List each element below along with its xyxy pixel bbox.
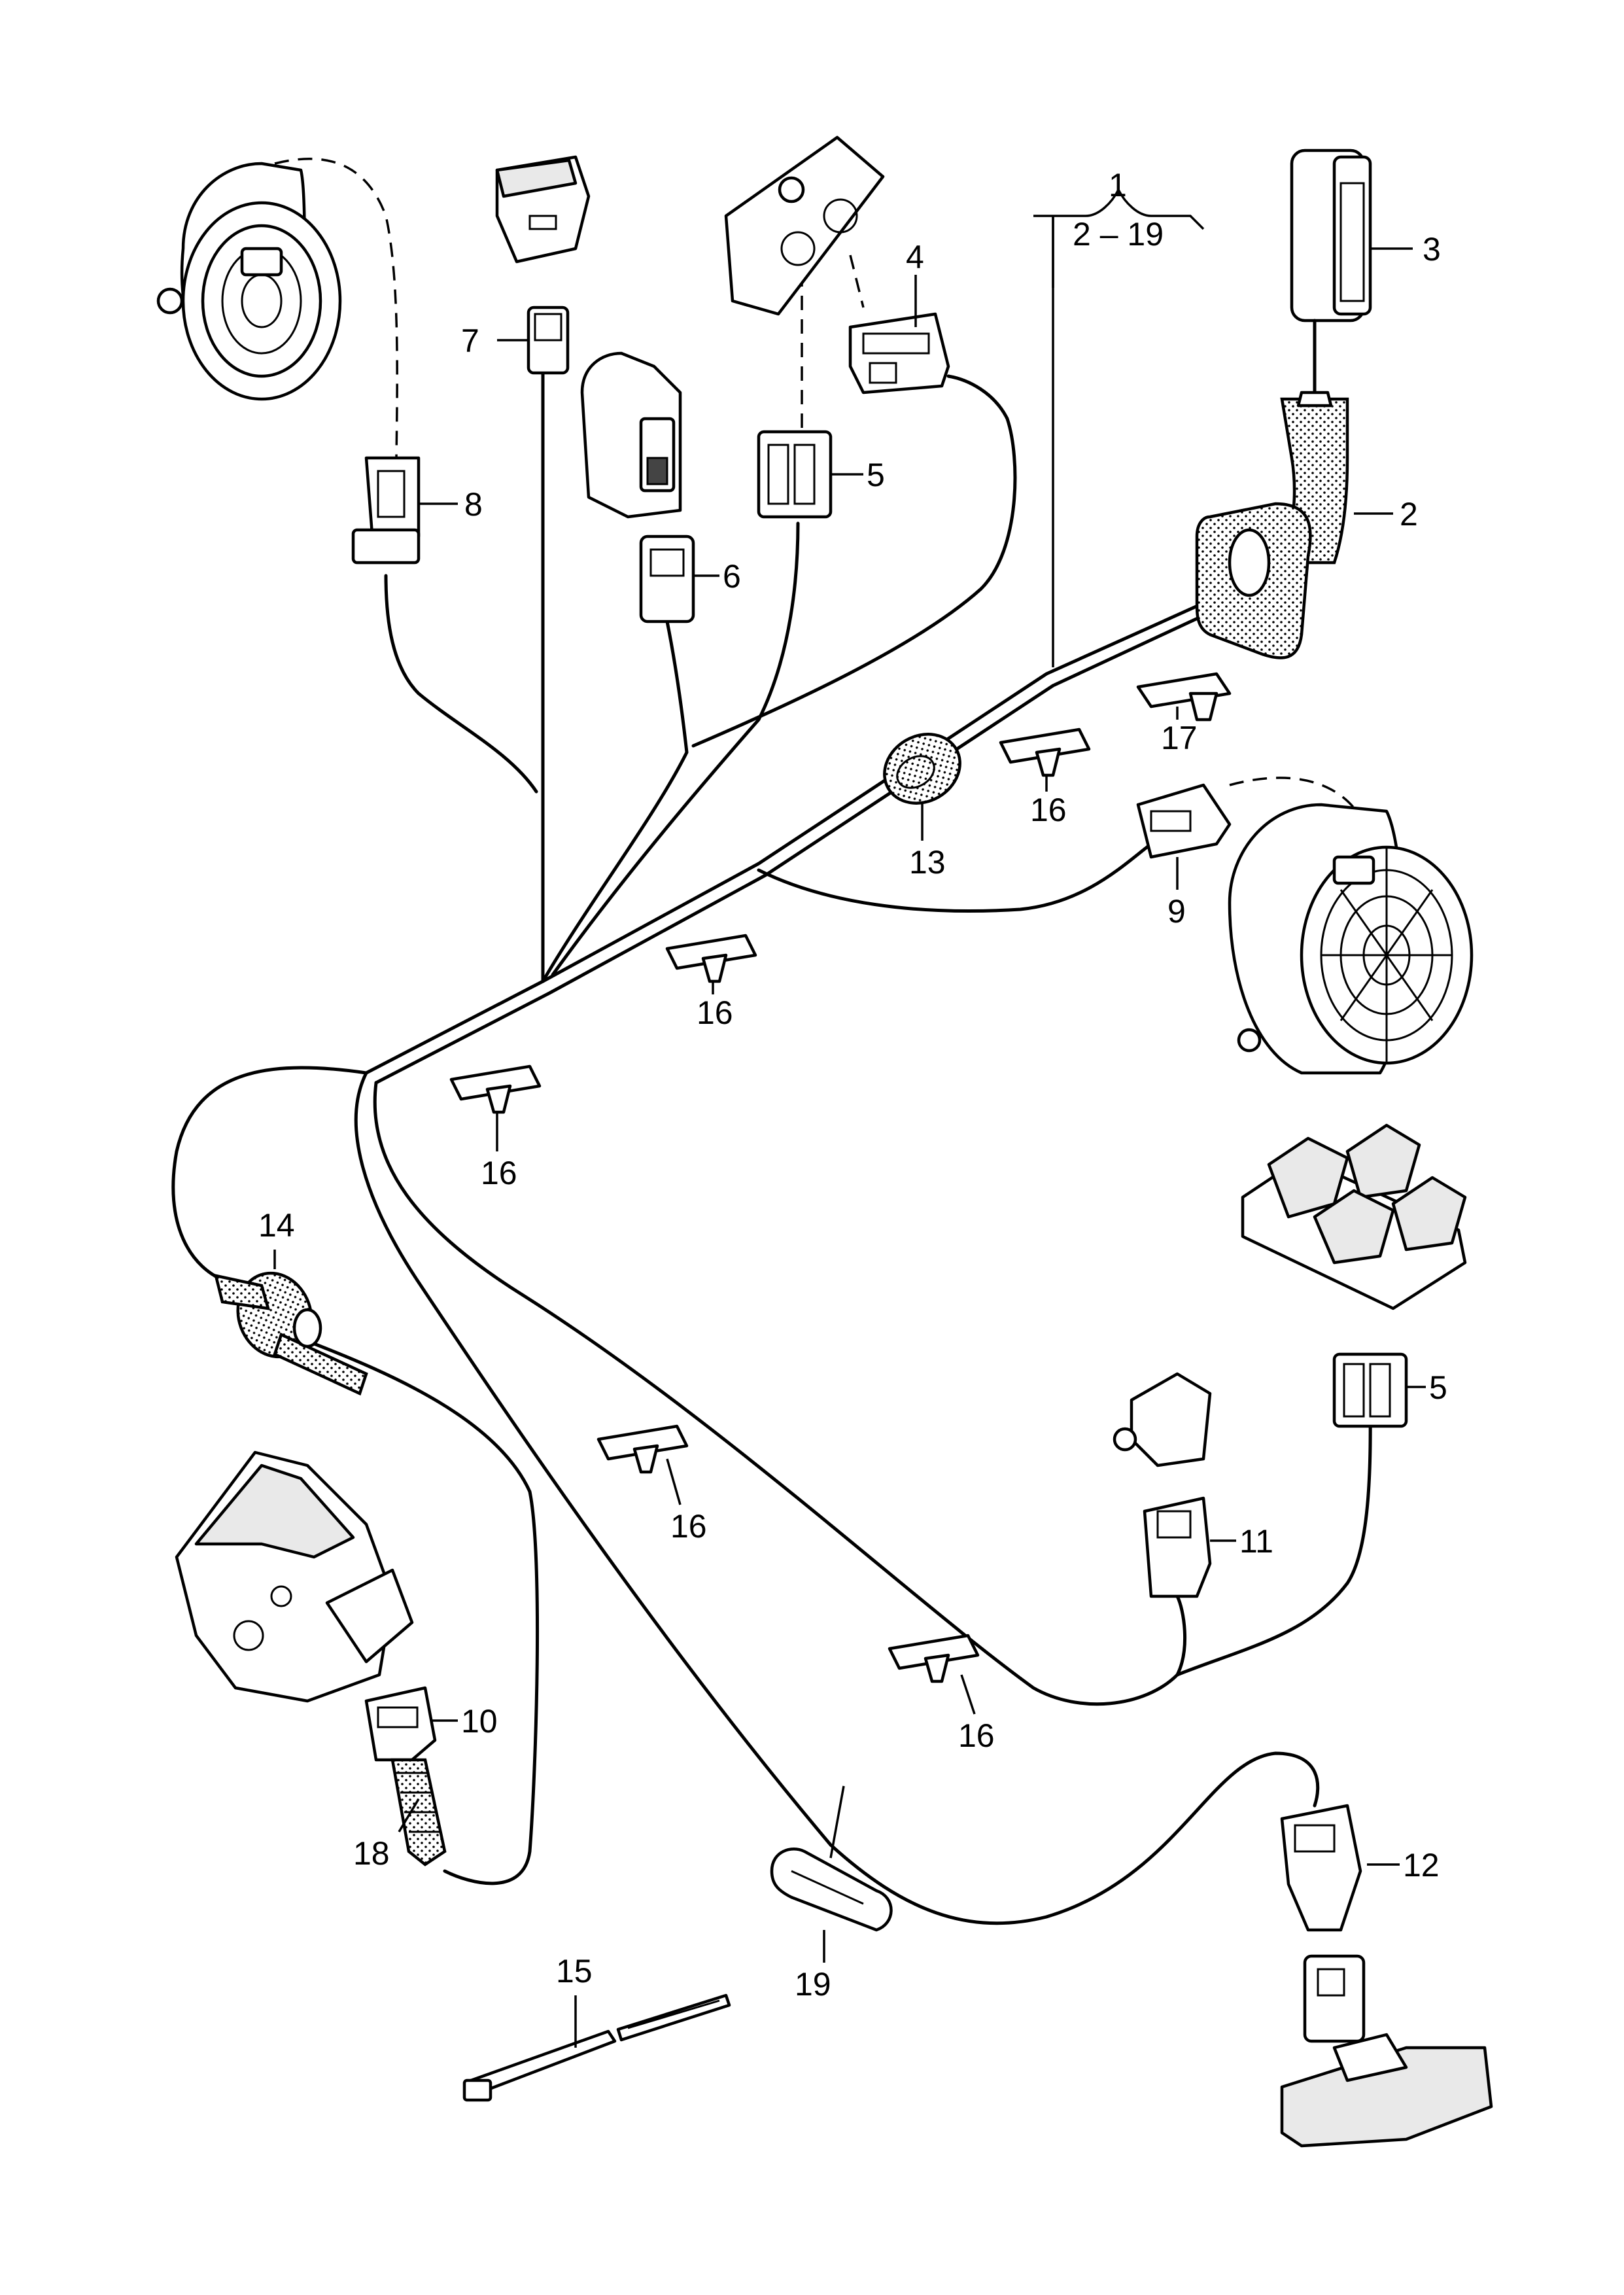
grommet-2 (1195, 502, 1312, 659)
grommet-14 (213, 1271, 368, 1396)
control-board (724, 135, 885, 316)
window-switch (1241, 1123, 1467, 1310)
callout-14: 14 (258, 1207, 295, 1244)
callout-12: 12 (1403, 1847, 1440, 1883)
connector-7 (527, 306, 570, 375)
callout-2: 2 (1400, 496, 1418, 533)
clip-19 (770, 1848, 893, 1932)
corrugated-tube-18 (390, 1758, 447, 1866)
callout-6: 6 (723, 558, 741, 595)
connector-11 (1143, 1496, 1212, 1598)
clip-16-c (449, 1064, 542, 1114)
callout-11: 11 (1239, 1523, 1273, 1560)
speaker-top-left (156, 162, 342, 401)
callout-9: 9 (1167, 893, 1186, 930)
clip-16-b (665, 934, 757, 983)
callout-15: 15 (556, 1953, 593, 1989)
callout-8: 8 (464, 486, 483, 523)
callout-4: 4 (906, 239, 924, 275)
connector-6 (639, 534, 695, 623)
connector-4 (848, 312, 950, 394)
callout-3: 3 (1423, 231, 1441, 268)
callout-18: 18 (353, 1835, 390, 1872)
connector-3 (1279, 149, 1372, 565)
connector-8 (351, 456, 421, 565)
clip-16-d (596, 1424, 689, 1474)
grommet-13 (883, 733, 961, 805)
callout-5-lower: 5 (1429, 1369, 1447, 1406)
callout-10: 10 (461, 1703, 498, 1740)
callout-16-b: 16 (697, 994, 733, 1031)
connector-12 (1280, 1804, 1362, 1932)
door-lock (175, 1450, 414, 1703)
cable-tie-15 (462, 1993, 731, 2102)
callout-16-c: 16 (481, 1155, 517, 1191)
callout-16-d: 16 (670, 1508, 707, 1545)
callout-7: 7 (461, 323, 479, 359)
callout-2-19: 2 – 19 (1073, 216, 1164, 253)
callout-16-e: 16 (958, 1717, 995, 1754)
harness-wires (171, 371, 1372, 1925)
speaker-right (1228, 803, 1474, 1075)
connector-5-lower (1332, 1352, 1408, 1428)
connector-10 (364, 1686, 437, 1762)
clip-17 (1136, 672, 1232, 722)
connector-5-upper (757, 430, 833, 519)
callout-1: 1 (1109, 167, 1127, 203)
callout-17: 17 (1161, 720, 1198, 756)
switch-module-mid (580, 351, 682, 519)
callout-19: 19 (795, 1966, 831, 2003)
connector-9 (1136, 783, 1232, 859)
callout-labels: 1 2 – 19 3 2 4 5 6 7 8 9 13 16 17 16 16 … (258, 167, 1447, 2003)
callout-16-a: 16 (1030, 792, 1067, 828)
clip-16-e (888, 1634, 980, 1683)
leader-lines (273, 187, 1426, 2048)
switch-module-top (495, 155, 591, 264)
clip-16-a (999, 727, 1091, 777)
door-handle (1280, 1954, 1493, 2148)
callout-5-upper: 5 (867, 457, 885, 493)
small-module (1113, 1372, 1212, 1467)
callout-13: 13 (909, 844, 946, 881)
